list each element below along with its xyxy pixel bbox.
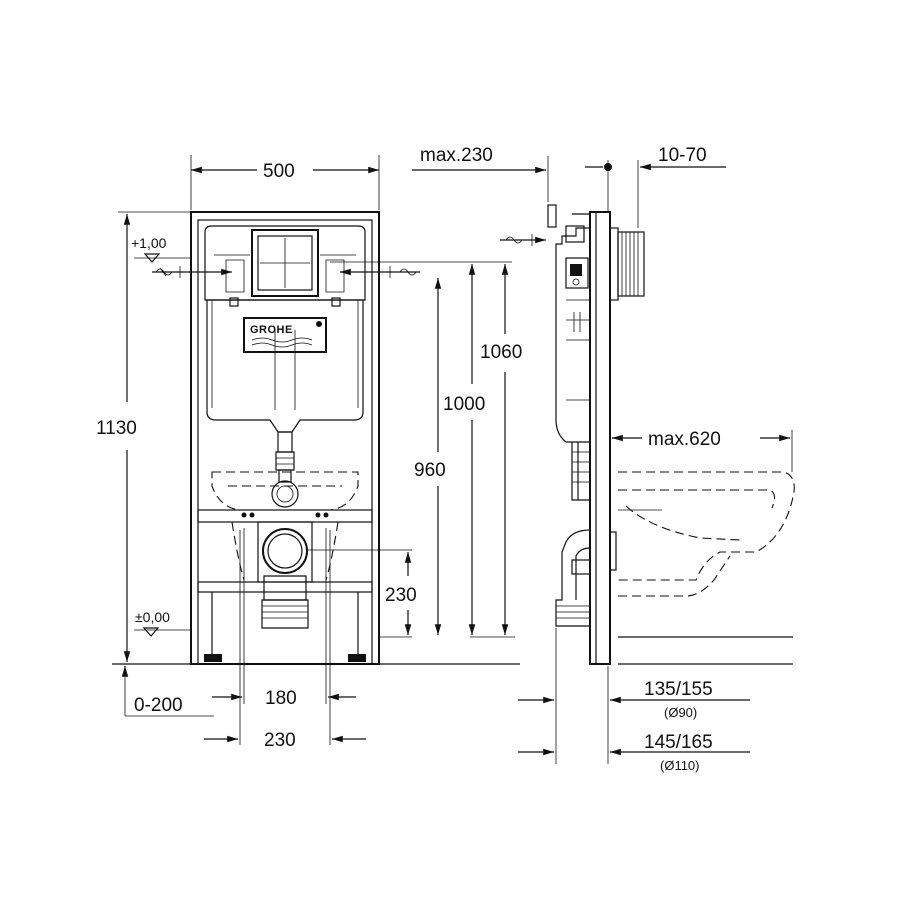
dim-depth-max-label: max.230	[420, 145, 493, 166]
dim-pipe-90-dia: (Ø90)	[664, 705, 697, 720]
dim-1060-label: 1060	[480, 342, 522, 363]
dim-height-total-label: 1130	[96, 418, 137, 439]
water-inlet-left	[152, 266, 232, 278]
dim-floor-offset-label: 0-200	[134, 695, 183, 716]
dim-pipe-90: 135/155 (Ø90)	[518, 628, 750, 764]
dim-1060: 1060	[330, 261, 522, 638]
grohe-logo: GROHE	[243, 317, 327, 353]
water-inlet-right	[340, 266, 420, 278]
logo-text: GROHE	[250, 324, 293, 336]
dim-width: 500	[190, 155, 380, 210]
side-water-inlet	[500, 234, 546, 246]
dim-180: 180	[212, 528, 356, 709]
dim-pipe-110: 145/165 (Ø110)	[518, 732, 750, 773]
level-floor: ±0,00	[134, 609, 190, 637]
dim-pipe-110-label: 145/165	[644, 732, 713, 753]
dim-bowl-max: max.620	[612, 429, 793, 472]
dim-depth-max: max.230	[412, 145, 549, 202]
side-pipes	[555, 442, 617, 627]
dim-pipe-90-label: 135/155	[644, 679, 713, 700]
front-frame	[190, 211, 380, 665]
bowl-outline-side	[618, 471, 795, 597]
dim-180-label: 180	[265, 688, 297, 709]
side-cistern	[547, 204, 591, 443]
side-frame	[589, 211, 645, 665]
dim-230-height: 230	[308, 549, 417, 638]
dim-floor-offset: 0-200	[121, 666, 214, 717]
flush-pipe	[271, 431, 299, 508]
dim-230-width: 230	[204, 530, 366, 751]
dim-1000: 1000	[443, 264, 485, 635]
dim-width-label: 500	[263, 161, 295, 182]
dim-wall-offset: 10-70	[585, 145, 726, 228]
dim-960-label: 960	[414, 460, 446, 481]
dim-pipe-110-dia: (Ø110)	[660, 758, 700, 773]
dim-230-height-label: 230	[385, 585, 417, 606]
waste-pipe-front	[241, 512, 329, 629]
level-top: +1,00	[131, 235, 190, 263]
dim-height-total: 1130	[96, 211, 190, 662]
level-top-label: +1,00	[131, 235, 167, 251]
dim-wall-offset-label: 10-70	[658, 145, 707, 166]
level-floor-label: ±0,00	[135, 609, 170, 625]
dim-960: 960	[414, 278, 446, 635]
dim-bowl-max-label: max.620	[648, 429, 721, 450]
bowl-outline-front	[211, 471, 359, 581]
dim-230-width-label: 230	[264, 730, 296, 751]
dim-1000-label: 1000	[443, 394, 485, 415]
